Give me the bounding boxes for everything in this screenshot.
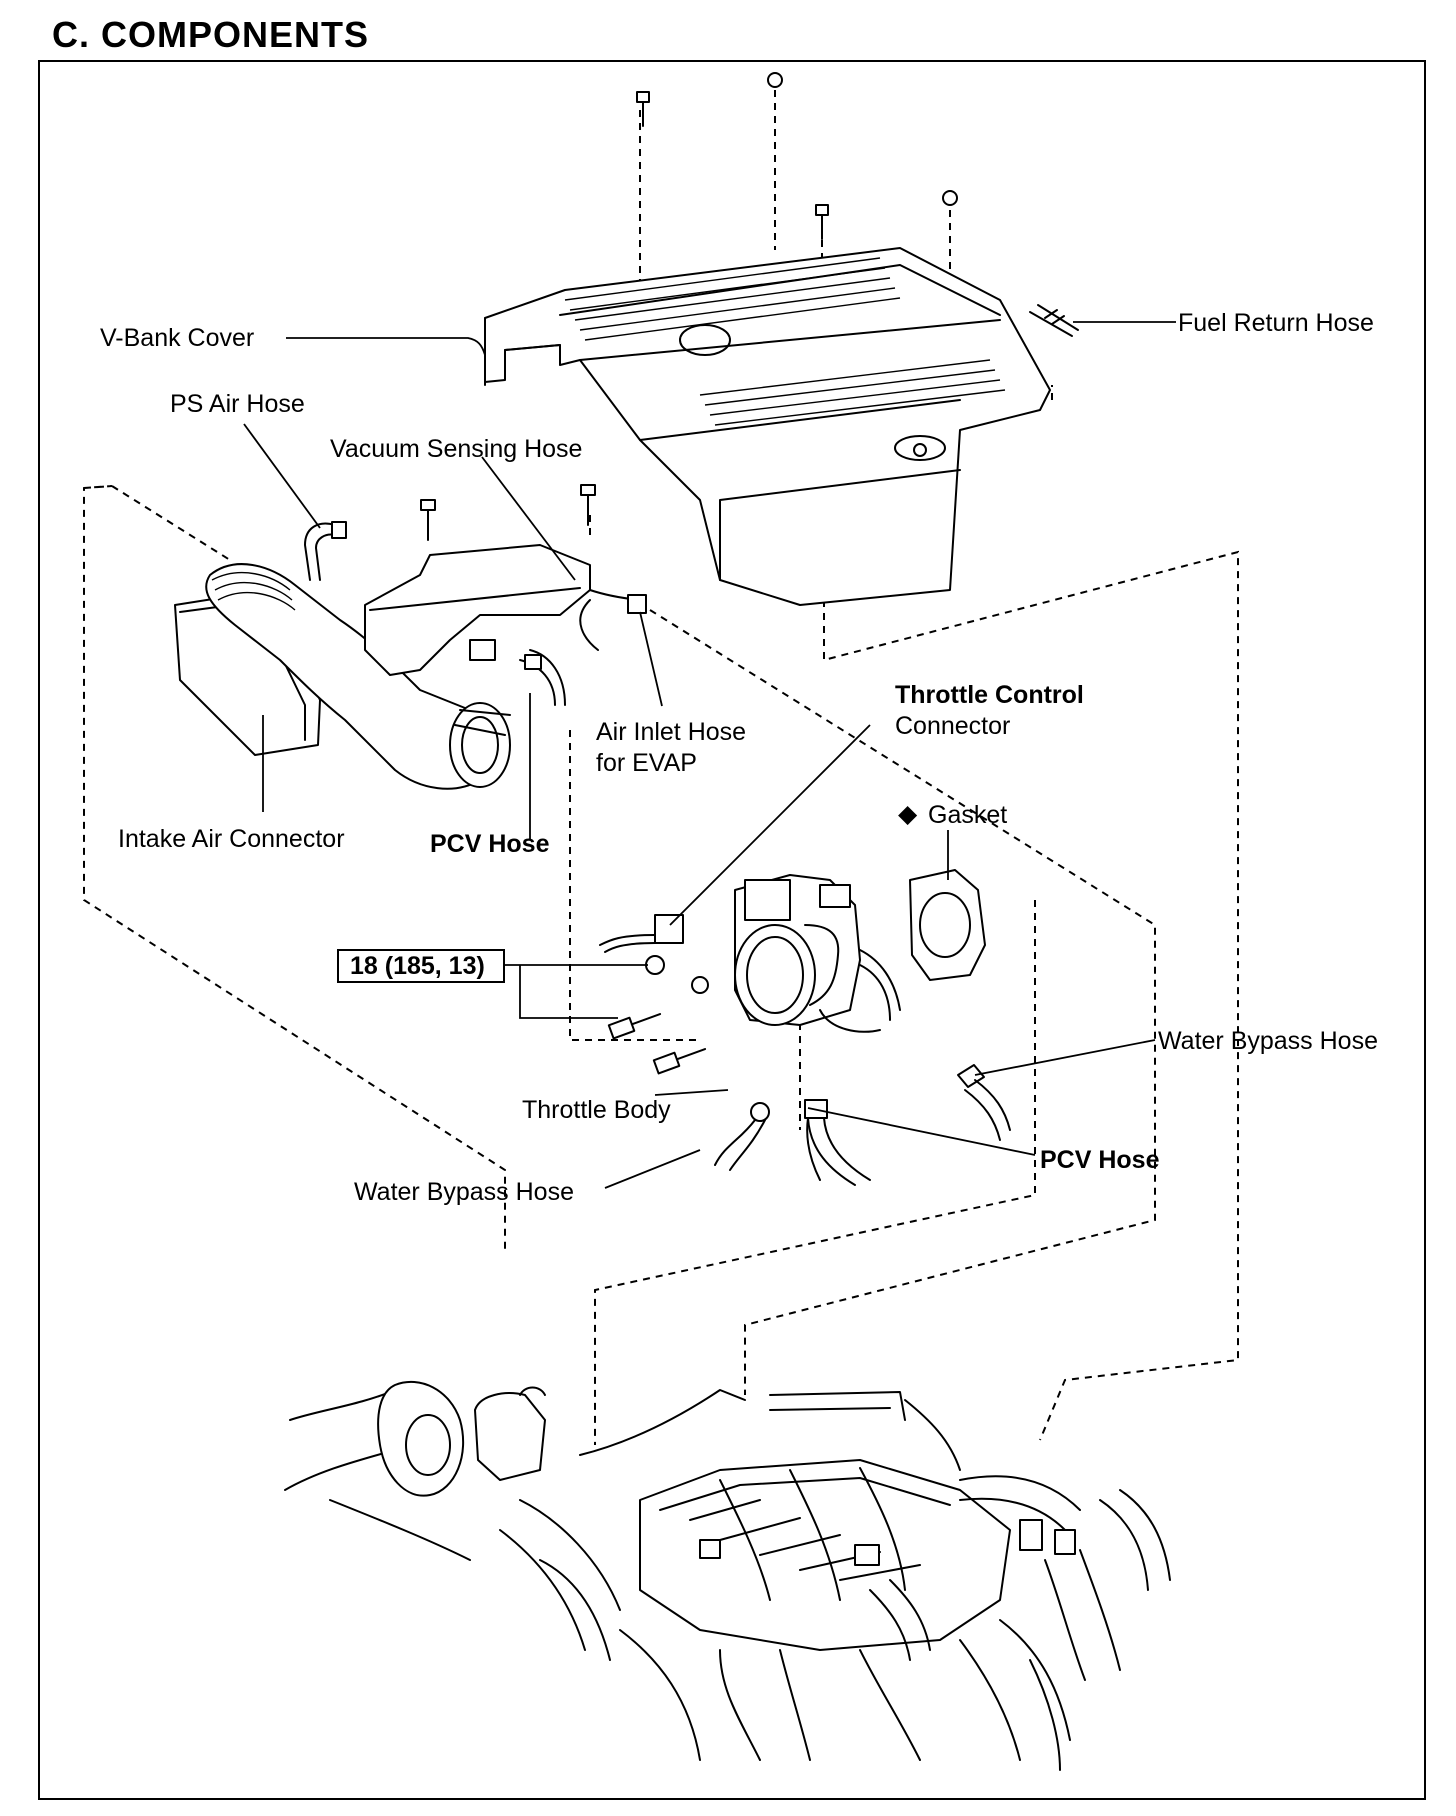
label-gasket: Gasket xyxy=(928,801,1007,829)
label-throttle-body: Throttle Body xyxy=(522,1096,671,1124)
air-intake-duct-illustration xyxy=(364,544,647,706)
page-title: C. COMPONENTS xyxy=(52,14,370,55)
label-water-bypass-hose-right: Water Bypass Hose xyxy=(1158,1027,1378,1055)
label-throttle-control-connector-line2: Connector xyxy=(895,712,1010,740)
label-throttle-control-connector-line1: Throttle Control xyxy=(895,681,1084,709)
dashed-guide-lines xyxy=(83,90,1239,1445)
hose-stubs-illustration xyxy=(714,1064,1011,1186)
bolt-icons xyxy=(420,72,958,1075)
label-air-inlet-hose-line1: Air Inlet Hose xyxy=(596,718,746,746)
label-pcv-hose-lower: PCV Hose xyxy=(1040,1146,1160,1174)
intake-air-connector-illustration xyxy=(174,563,511,790)
label-ps-air-hose: PS Air Hose xyxy=(170,390,305,418)
diagram-frame xyxy=(38,60,1426,1800)
diamond-icon: ◆ xyxy=(898,800,918,828)
torque-spec-box xyxy=(337,949,505,983)
label-vacuum-sensing-hose: Vacuum Sensing Hose xyxy=(330,435,582,463)
throttle-control-connector-illustration xyxy=(599,914,684,953)
label-air-inlet-hose-line2: for EVAP xyxy=(596,749,697,777)
label-fuel-return-hose: Fuel Return Hose xyxy=(1178,309,1374,337)
fuel-return-hose-illustration xyxy=(1029,304,1079,337)
label-torque-spec: 18 (185, 13) xyxy=(350,952,485,980)
ps-air-hose-illustration xyxy=(304,521,347,581)
label-v-bank-cover: V-Bank Cover xyxy=(100,324,254,352)
throttle-body-illustration xyxy=(734,874,901,1033)
gasket-illustration xyxy=(909,869,986,981)
labels: V-Bank Cover Fuel Return Hose PS Air Hos… xyxy=(100,309,1378,1206)
v-bank-cover-illustration xyxy=(484,247,1051,606)
engine-illustration xyxy=(284,1380,1171,1771)
label-pcv-hose-upper: PCV Hose xyxy=(430,830,550,858)
label-water-bypass-hose-left: Water Bypass Hose xyxy=(354,1178,574,1206)
leader-lines xyxy=(243,321,1176,1189)
label-intake-air-connector: Intake Air Connector xyxy=(118,825,345,853)
